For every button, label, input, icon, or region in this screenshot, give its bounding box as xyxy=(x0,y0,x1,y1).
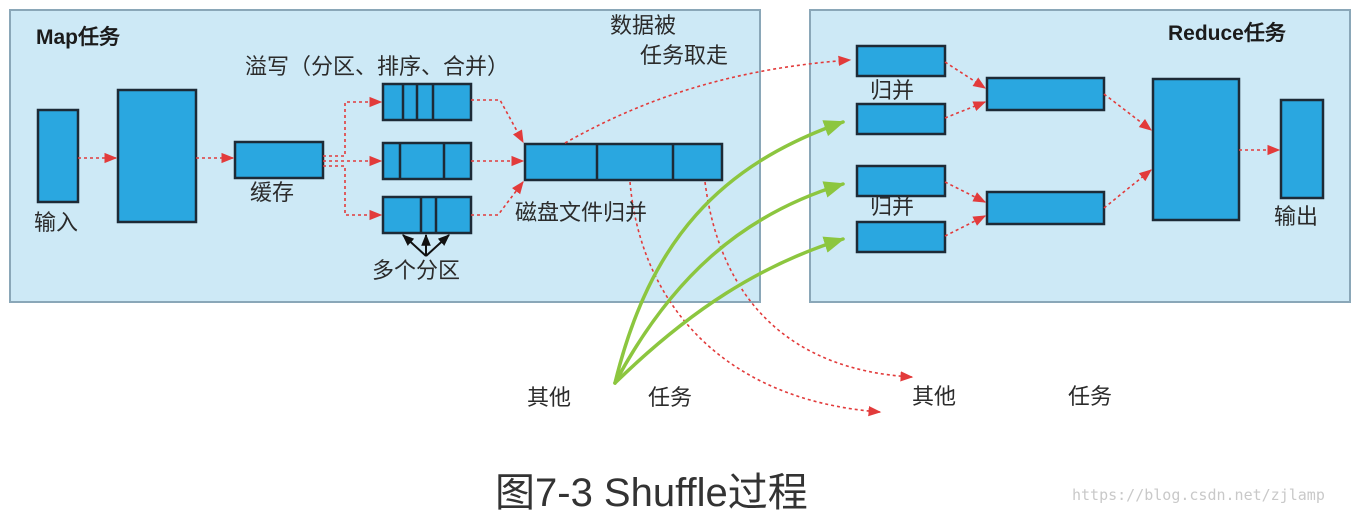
output-block xyxy=(1279,98,1325,200)
arrow-fetched-4-to-merge-2 xyxy=(944,215,987,237)
arrow-other-task-to-fetched-2 xyxy=(613,120,845,385)
arrow-disk-to-other-task-1 xyxy=(629,181,882,417)
arrow-partition-pointer-3 xyxy=(425,234,450,257)
arrow-merge-2-to-reduce xyxy=(1103,169,1152,209)
merge-label-1: 归并 xyxy=(870,79,914,104)
other-task-left-part1: 其他 xyxy=(527,386,571,411)
map-function-block xyxy=(116,88,198,224)
spill-file-2 xyxy=(381,141,473,181)
output-label: 输出 xyxy=(1274,205,1318,230)
other-task-right-part2: 任务 xyxy=(1068,385,1112,410)
arrow-disk-to-reduce xyxy=(564,55,852,144)
fetched-block-4 xyxy=(855,220,947,254)
arrow-other-task-to-fetched-4 xyxy=(613,236,846,385)
spill-label: 溢写（分区、排序、合并） xyxy=(245,55,509,80)
arrow-fetched-2-to-merge-1 xyxy=(944,101,987,119)
spill-file-3 xyxy=(381,195,473,235)
reduce-function-block xyxy=(1151,77,1241,222)
arrow-fetched-1-to-merge-1 xyxy=(944,61,987,89)
cache-block xyxy=(233,140,325,180)
input-block xyxy=(36,108,80,204)
other-task-left-part2: 任务 xyxy=(648,386,692,411)
other-task-right-part1: 其他 xyxy=(912,385,956,410)
arrow-cache-to-spill-1 xyxy=(323,96,383,157)
reduce-task-title: Reduce任务 xyxy=(1168,21,1287,45)
spill-file-1 xyxy=(381,82,473,122)
merged-block-2 xyxy=(985,190,1106,226)
disk-merged-file xyxy=(523,142,724,182)
figure-caption: 图7-3 Shuffle过程 xyxy=(495,471,808,514)
merge-label-2: 归并 xyxy=(870,195,914,220)
map-task-title: Map任务 xyxy=(36,25,121,49)
arrow-fetched-3-to-merge-2 xyxy=(944,181,987,203)
arrow-spill-1-to-disk xyxy=(471,99,524,144)
watermark: https://blog.csdn.net/zjlamp xyxy=(1072,486,1325,504)
arrow-merge-1-to-reduce xyxy=(1103,93,1153,131)
merged-block-1 xyxy=(985,76,1106,112)
disk-merge-label: 磁盘文件归并 xyxy=(515,201,647,226)
input-label: 输入 xyxy=(34,211,78,236)
partitions-label: 多个分区 xyxy=(372,259,460,284)
fetched-block-1 xyxy=(855,44,947,78)
fetch-label-line-1: 数据被 xyxy=(610,14,676,39)
cache-label: 缓存 xyxy=(250,181,294,206)
arrow-partition-pointer-1 xyxy=(402,234,427,257)
fetch-label-line-2: 任务取走 xyxy=(640,44,728,69)
arrow-spill-3-to-disk xyxy=(471,180,524,216)
fetched-block-2 xyxy=(855,102,947,136)
arrow-other-task-to-fetched-3 xyxy=(613,181,846,385)
arrow-disk-to-other-task-2 xyxy=(704,181,914,382)
fetched-block-3 xyxy=(855,164,947,198)
